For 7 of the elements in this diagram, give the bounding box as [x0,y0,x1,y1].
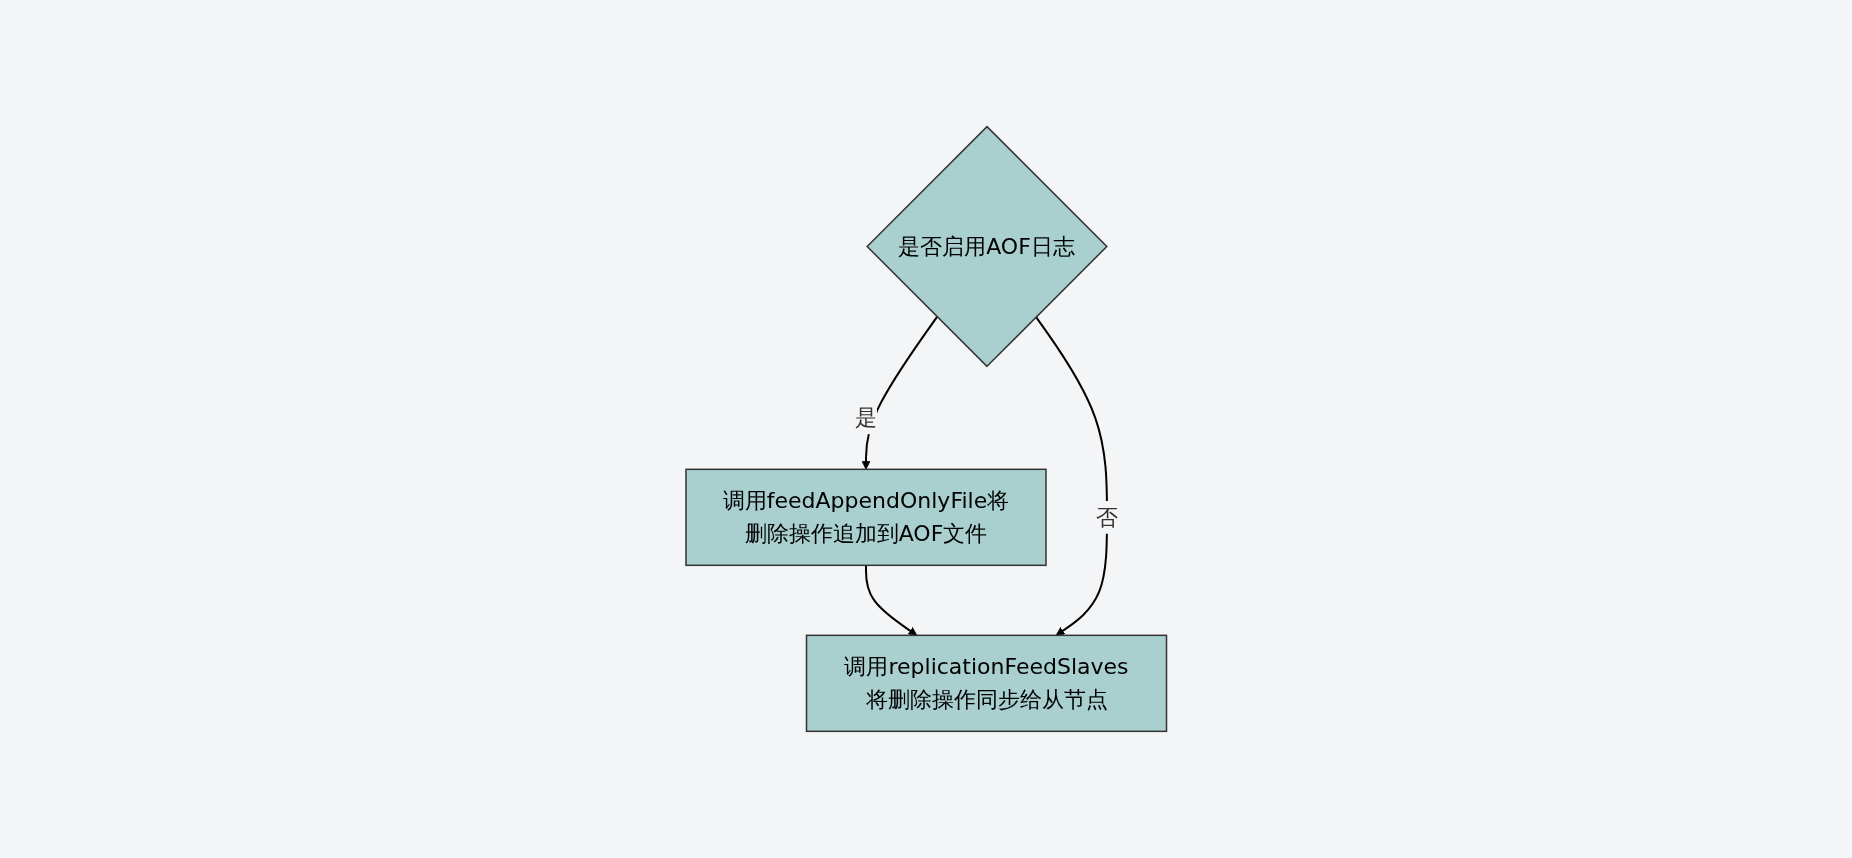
arrow [1034,315,1108,636]
node-box: 调用replicationFeedSlaves将删除操作同步给从节点 [805,634,1167,733]
edge-label: 否 [1095,504,1118,530]
node-diamond: 是否启用AOF日志 [865,125,1108,368]
edge-label: 是 [854,405,877,431]
node-box: 调用feedAppendOnlyFile将删除操作追加到AOF文件 [685,468,1047,567]
arrow [864,564,917,636]
